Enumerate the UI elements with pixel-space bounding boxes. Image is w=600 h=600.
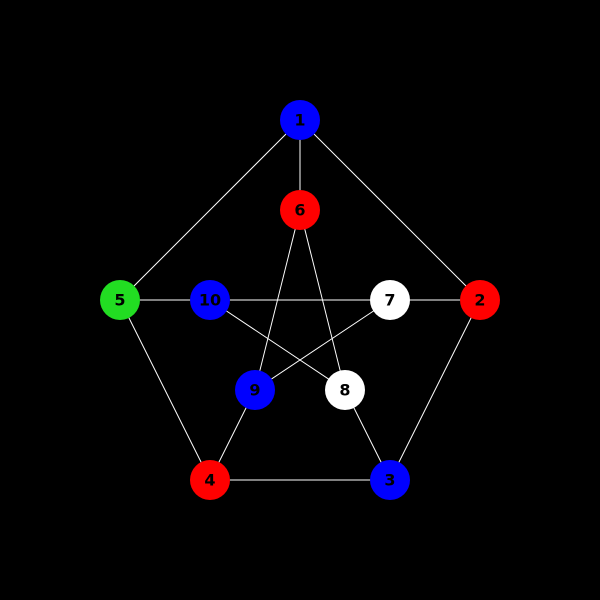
node-1: 1 [280,100,320,140]
node-circle [460,280,500,320]
node-circle [280,190,320,230]
node-circle [190,460,230,500]
edge-7-9 [254,299,391,391]
node-6: 6 [280,190,320,230]
node-4: 4 [190,460,230,500]
node-label: 5 [114,291,125,310]
edge-8-10 [209,299,346,391]
node-label: 4 [204,471,215,490]
node-label: 7 [384,291,395,310]
nodes-layer: 1 2 3 4 5 6 7 8 9 10 [100,100,500,500]
edge-5-1 [119,119,301,301]
edge-4-5 [119,299,211,481]
node-label: 2 [474,291,485,310]
node-circle [190,280,230,320]
node-10: 10 [190,280,230,320]
edge-9-6 [254,209,301,391]
node-label: 9 [249,381,260,400]
node-3: 3 [370,460,410,500]
node-label: 1 [294,111,305,130]
node-label: 10 [199,291,221,310]
node-7: 7 [370,280,410,320]
node-8: 8 [325,370,365,410]
node-circle [325,370,365,410]
node-circle [370,280,410,320]
node-label: 8 [339,381,350,400]
node-label: 6 [294,201,305,220]
node-circle [100,280,140,320]
node-5: 5 [100,280,140,320]
node-label: 3 [384,471,395,490]
node-circle [280,100,320,140]
edge-1-2 [299,119,481,301]
node-2: 2 [460,280,500,320]
node-circle [235,370,275,410]
edge-2-3 [389,299,481,481]
node-circle [370,460,410,500]
node-9: 9 [235,370,275,410]
edges-layer [119,119,481,481]
